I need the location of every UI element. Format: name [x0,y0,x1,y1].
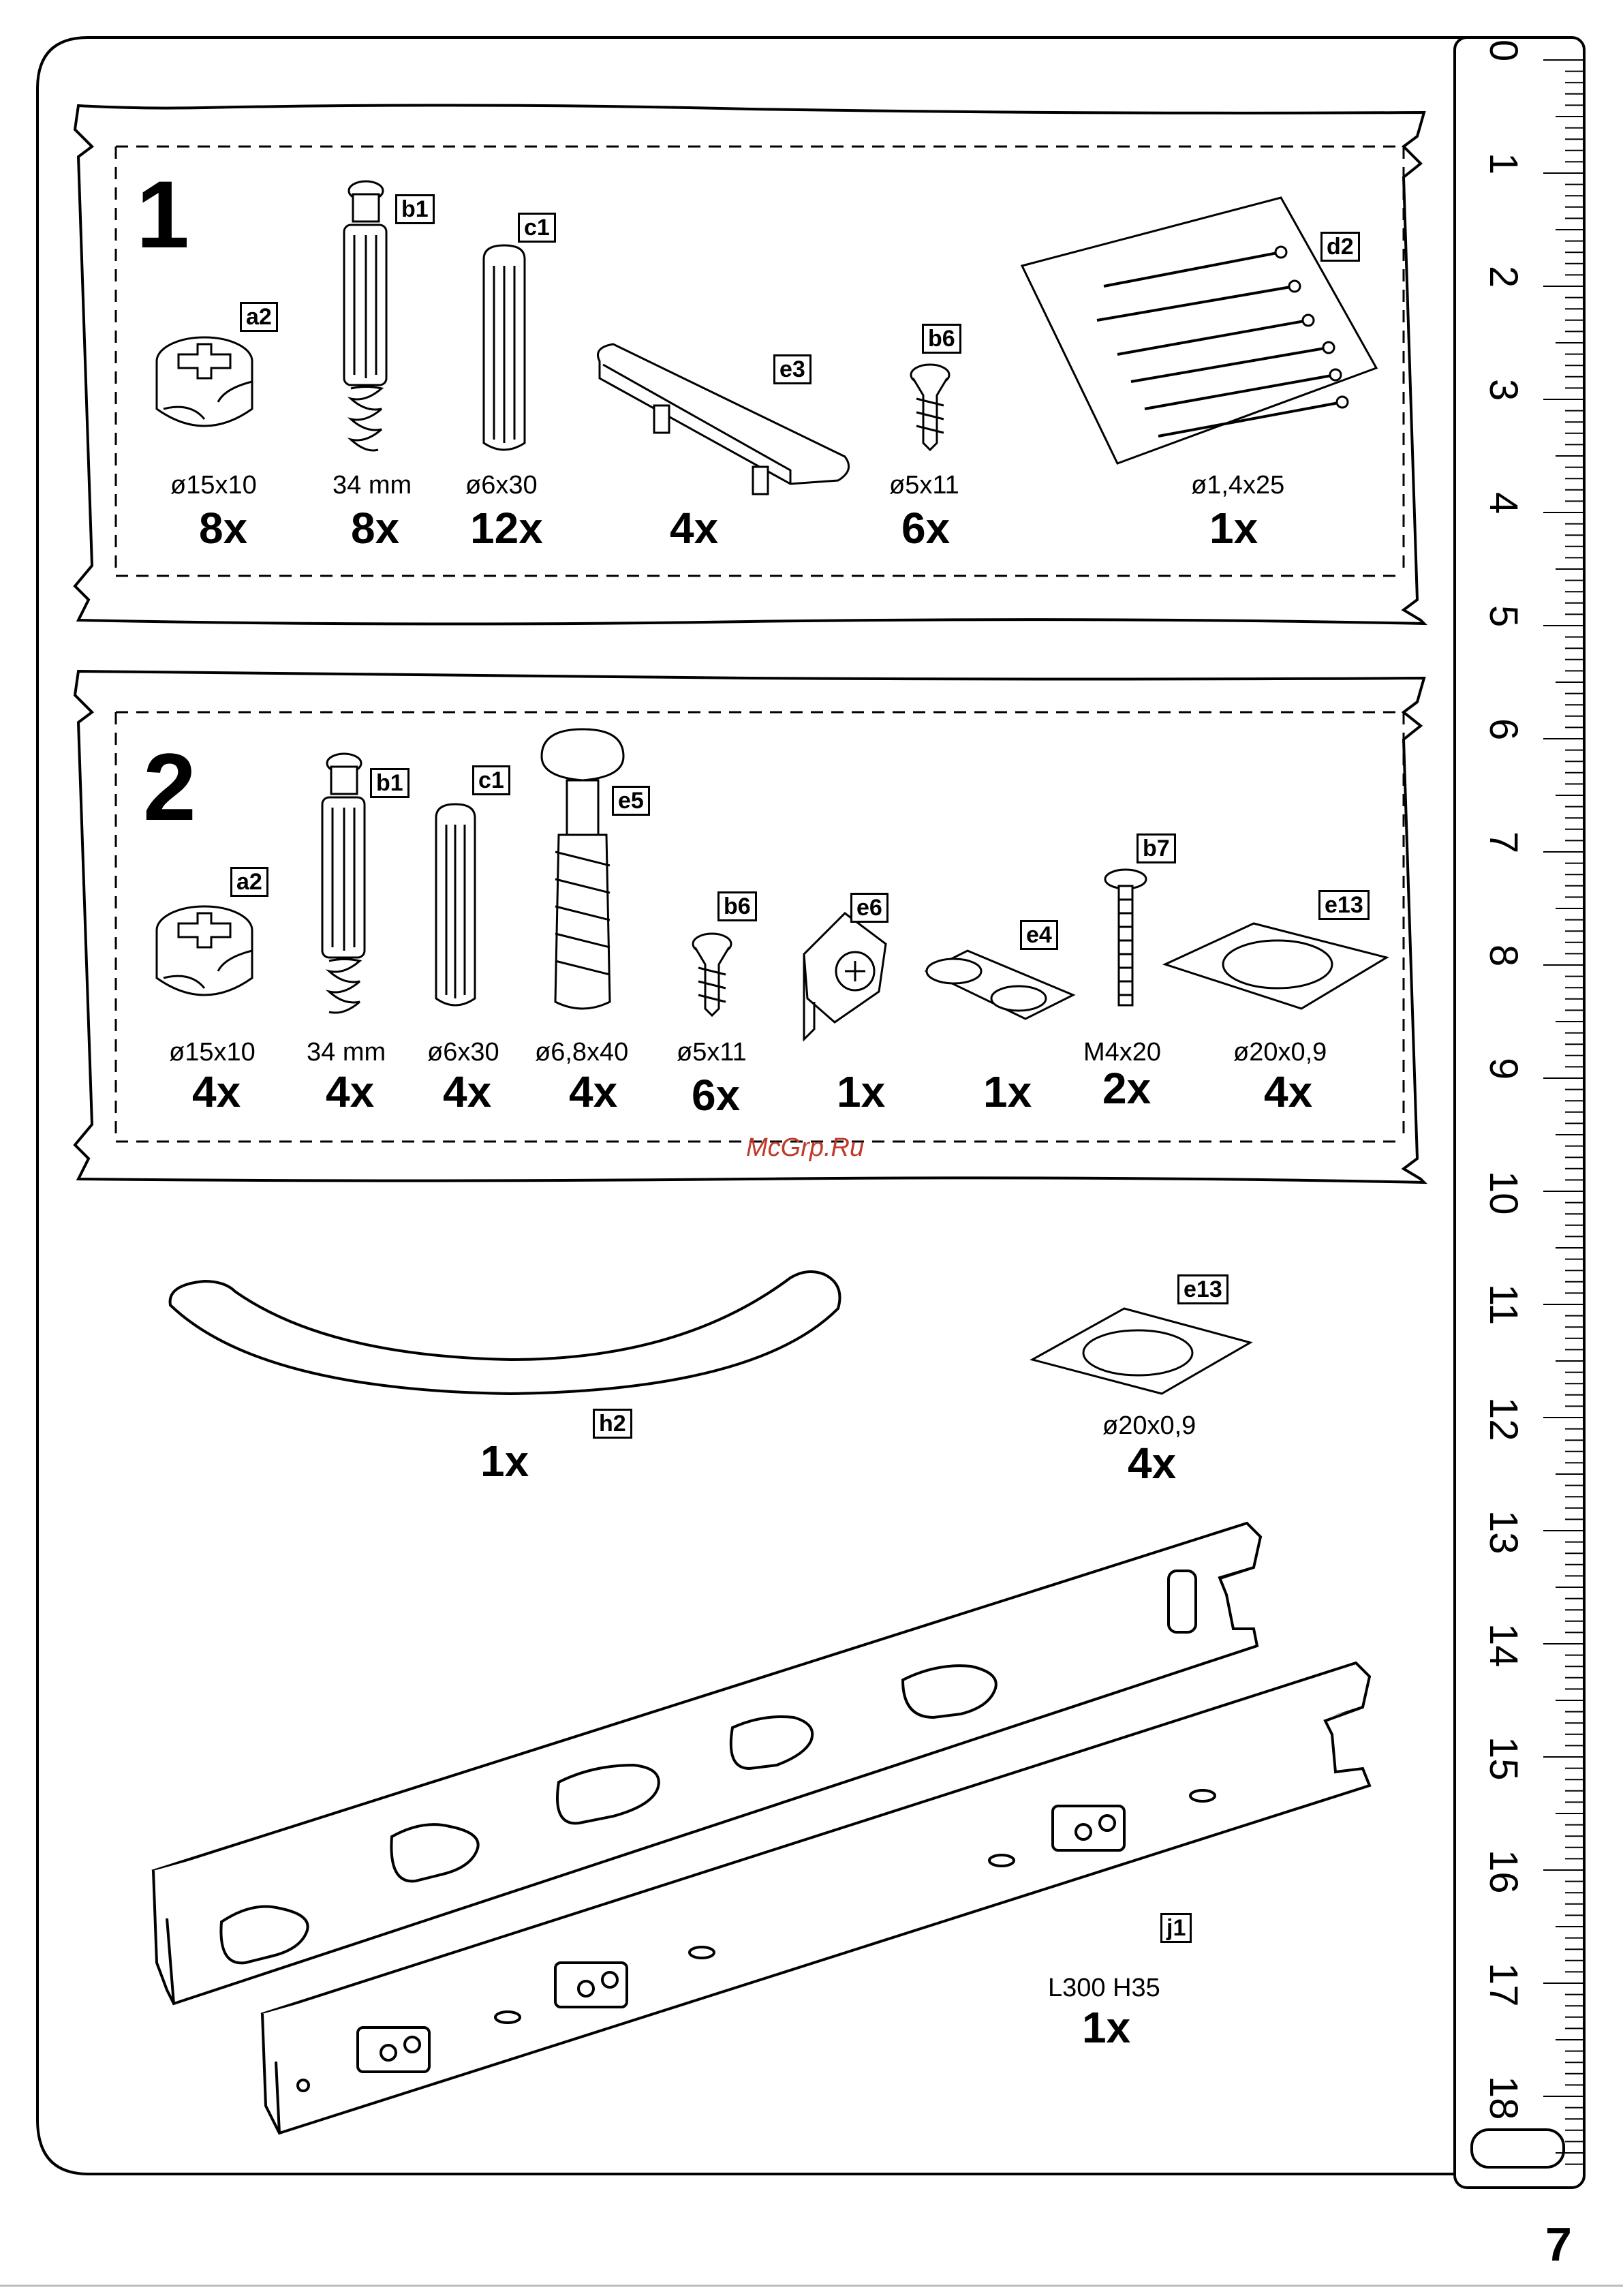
part-code-e13: e13 [1177,1274,1228,1304]
ruler-label: 18 [1483,2076,1523,2120]
wooden-dowel-icon [484,245,525,450]
ruler-label: 1 [1483,153,1523,174]
screw-icon [911,365,949,450]
part-code-a2: a2 [230,867,268,897]
part-spec-e13: ø20x0,9 [1102,1413,1196,1439]
cam-lock-icon [157,906,252,995]
part-code-e4: e4 [1020,920,1058,950]
part-code-b7: b7 [1137,833,1176,863]
part-spec-c1: ø6x30 [427,1039,499,1065]
part-spec-e13: ø20x0,9 [1233,1039,1327,1065]
part-qty-a2: 4x [192,1070,241,1114]
ruler-label: 2 [1483,266,1523,288]
part-qty-j1: 1x [1082,2006,1130,2049]
part-code-d2: d2 [1320,232,1360,262]
ruler-label: 12 [1483,1397,1523,1441]
ruler-label: 3 [1483,379,1523,401]
cam-bolt-icon [344,181,386,450]
ruler-label: 6 [1483,718,1523,740]
part-code-h2: h2 [593,1409,632,1439]
part-spec-d2: ø1,4x25 [1191,472,1284,498]
step-number-1: 1 [136,167,189,262]
ruler-label: 15 [1483,1736,1523,1781]
part-qty-b6: 6x [692,1073,740,1117]
part-code-b1: b1 [395,194,435,224]
part-code-a2: a2 [240,302,278,332]
part-spec-a2: ø15x10 [169,1039,256,1065]
part-qty-e13: 4x [1128,1441,1176,1485]
part-spec-a2: ø15x10 [170,472,257,498]
part-spec-c1: ø6x30 [465,472,538,498]
part-code-e3: e3 [773,354,812,384]
part-qty-e13: 4x [1264,1070,1312,1114]
part-code-j1: j1 [1160,1913,1192,1943]
ruler-label: 7 [1483,831,1523,853]
wall-plug-icon [542,729,623,1009]
drawer-runner-icon [153,1523,1370,2133]
ruler-label: 4 [1483,492,1523,514]
part-spec-e5: ø6,8x40 [535,1039,628,1065]
ruler-label: 14 [1483,1623,1523,1668]
ruler-label: 16 [1483,1850,1523,1894]
corner-bracket-icon [804,913,886,1039]
ruler-label: 17 [1483,1963,1523,2007]
part-code-b6: b6 [922,324,961,354]
part-code-e5: e5 [612,786,650,816]
part-qty-b1: 8x [351,506,399,550]
screw-icon [693,934,731,1015]
ruler-label: 0 [1483,40,1523,61]
part-qty-e5: 4x [569,1070,617,1114]
round-pad-icon [1032,1308,1250,1394]
part-qty-h2: 1x [480,1439,529,1483]
ruler-label: 10 [1483,1171,1523,1215]
step-number-2: 2 [143,739,196,835]
part-qty-b1: 4x [326,1070,374,1114]
part-qty-c1: 12x [470,506,543,550]
part-qty-b7: 2x [1102,1067,1151,1110]
cam-lock-icon [157,337,252,426]
cam-bolt-icon [322,754,365,1013]
part-code-b6: b6 [717,891,757,921]
part-spec-b1: 34 mm [307,1039,386,1065]
curved-handle-icon [170,1272,840,1394]
felt-pads-icon [927,951,1073,1019]
part-code-c1: c1 [518,213,556,243]
part-qty-e4: 1x [983,1070,1032,1114]
ruler-label: 13 [1483,1510,1523,1555]
part-code-c1: c1 [472,765,510,795]
page-number: 7 [1545,2220,1572,2268]
ruler-label: 11 [1483,1284,1523,1325]
wooden-dowel-icon [436,804,475,1005]
part-code-e13: e13 [1318,890,1370,920]
part-spec-b6: ø5x11 [889,472,959,498]
part-qty-d2: 1x [1209,506,1258,550]
part-spec-b1: 34 mm [333,472,412,498]
part-qty-c1: 4x [443,1070,491,1114]
part-qty-b6: 6x [901,506,950,550]
part-code-b1: b1 [370,768,409,798]
ruler-label: 9 [1483,1058,1523,1080]
part-spec-b7: M4x20 [1083,1039,1161,1065]
ruler-label: 8 [1483,945,1523,966]
ruler-label: 5 [1483,605,1523,627]
hardware-bag-2-outline [75,671,1424,1182]
part-qty-e6: 1x [837,1070,885,1114]
machine-screw-icon [1105,870,1146,1005]
part-qty-a2: 8x [199,506,247,550]
part-spec-b6: ø5x11 [677,1039,747,1065]
part-spec-j1: L300 H35 [1048,1975,1160,2001]
part-code-e6: e6 [850,893,888,923]
round-pad-icon [1165,923,1387,1009]
watermark: McGrp.Ru [746,1135,864,1161]
part-qty-e3: 4x [670,506,718,550]
